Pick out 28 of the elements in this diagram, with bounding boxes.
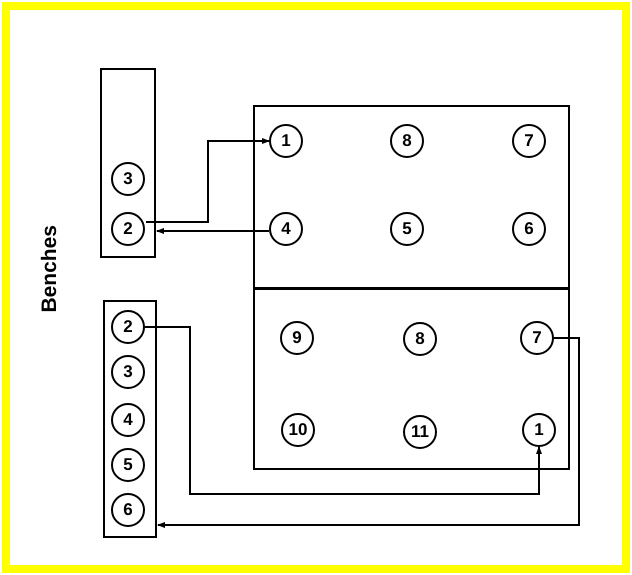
player-circle: 10: [281, 413, 315, 447]
court-half: [253, 288, 570, 470]
bench-box: [103, 300, 157, 538]
player-circle: 6: [512, 212, 546, 246]
court-half: [253, 105, 570, 289]
player-circle: 4: [269, 212, 303, 246]
arrow: [146, 138, 270, 223]
player-circle: 2: [111, 310, 145, 344]
arrow: [145, 326, 542, 495]
player-circle: 8: [403, 322, 437, 356]
side-label: Benches: [38, 225, 62, 313]
player-circle: 7: [520, 321, 554, 355]
player-circle: 7: [512, 124, 546, 158]
bench-box: [100, 68, 156, 258]
player-circle: 1: [522, 413, 556, 447]
player-circle: 1: [269, 124, 303, 158]
arrow: [156, 228, 269, 234]
player-circle: 4: [111, 403, 145, 437]
player-circle: 8: [390, 124, 424, 158]
player-circle: 5: [111, 448, 145, 482]
player-circle: 6: [111, 493, 145, 527]
player-circle: 9: [280, 321, 314, 355]
player-circle: 3: [111, 355, 145, 389]
player-circle: 11: [403, 415, 437, 449]
player-circle: 2: [111, 212, 145, 246]
arrow: [157, 337, 580, 528]
player-circle: 3: [111, 162, 145, 196]
player-circle: 5: [390, 212, 424, 246]
